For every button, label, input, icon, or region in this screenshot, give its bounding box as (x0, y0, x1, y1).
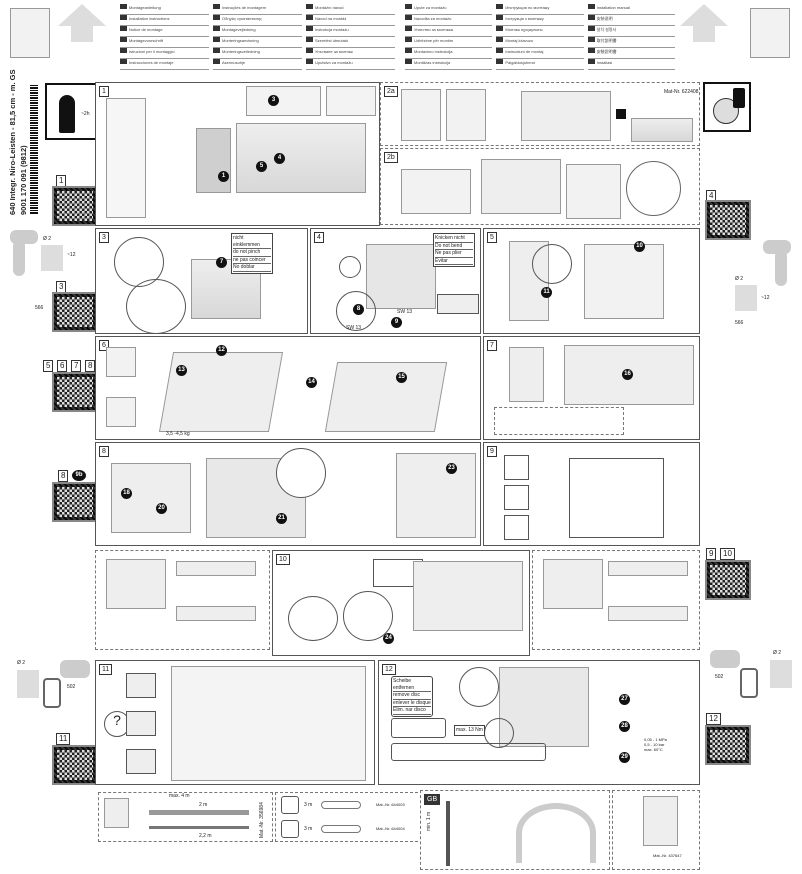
qr-label: 12 (706, 713, 721, 725)
language-entry: Istruzioni per il montaggio (120, 48, 209, 59)
qr-code[interactable] (52, 292, 98, 332)
step-9-panel: 9 (483, 442, 700, 546)
language-entry: Instruções de montagem (213, 4, 302, 15)
hose-extension-box: max. 4 m 2 m 2,2 m Mat.-Nr. 356984 (98, 792, 273, 842)
barcode (30, 85, 38, 215)
drill-diagram-left-top: Ø 2~12 566 (5, 230, 90, 315)
pressure-spec: 0,05 - 1 MPa 0,5 - 10 bar max. 60°C (644, 737, 667, 752)
weight-label: 3,5 -4,5 kg (166, 431, 190, 437)
mat-no: Mat.-Nr. 356984 (259, 802, 265, 838)
step-9-right-detail (532, 550, 700, 650)
language-entry: Installation instructions (120, 15, 209, 26)
language-entry: Paigaldusjuhend (496, 59, 584, 70)
pencil-ruler-illustration-right (750, 8, 790, 58)
drill-diagram-right-top: Ø 2~12 566 (715, 240, 800, 330)
language-entry: Montāžas instrukcija (405, 59, 493, 70)
language-entry: Asennusohje (213, 59, 302, 70)
product-code: 9001 170 091 (9812) (19, 145, 28, 215)
qr-label: 11 (56, 733, 71, 745)
language-entry: Návod na montáž (306, 15, 395, 26)
step-11-panel: 11 ? (95, 660, 375, 785)
language-entry: Montavimo instrukcija (405, 48, 493, 59)
qr-code[interactable] (705, 200, 751, 240)
language-entry: Montagevoorschrift (120, 37, 209, 48)
step-2b-panel: 2b (380, 148, 700, 225)
time-label: ~2h (81, 111, 90, 117)
language-entry: Упатство за монтажа (405, 26, 493, 37)
language-entry: Navodila za montažo (405, 15, 493, 26)
language-entry: Szerelési útmutató (306, 37, 395, 48)
power-cable-box: 3 m 3 m Mat.-Nr. 644003 Mat.-Nr. 644004 (275, 792, 423, 842)
language-entry: Monteringsanvisning (213, 37, 302, 48)
qr-code[interactable] (52, 372, 98, 412)
language-entry: 取付説明書 (587, 37, 675, 48)
qr-label: 10 (720, 548, 735, 560)
language-entry: Installation manual (587, 4, 675, 15)
mat-no: Mat.-Nr. 644003 (376, 802, 405, 807)
language-entry: Инструкция по монтажу (496, 4, 584, 15)
language-entry: Upute za montažu (405, 4, 493, 15)
qr-code[interactable] (705, 725, 751, 765)
language-entry: 설치 설명서 (587, 26, 675, 37)
step-2a-panel: 2a Mat-Nr. 622408 (380, 82, 700, 146)
language-entry: Instrukcja montażu (306, 26, 395, 37)
step-9-left-detail (95, 550, 270, 650)
installer-tool-icon: ~2h (45, 83, 98, 140)
qr-code[interactable] (52, 745, 98, 785)
language-entry: 安裝說明書 (587, 48, 675, 59)
mat-no: Mat.-Nr. 437647 (653, 853, 682, 858)
language-entry: Οδηγίες εγκατάστασης (213, 15, 302, 26)
language-entry: Instrucciones de montaje (120, 59, 209, 70)
step-10-panel: 10 24 (272, 550, 530, 656)
language-entry: Notice de montage (120, 26, 209, 37)
pencil-ruler-illustration-left (10, 8, 50, 58)
language-entry: Udhëzime për montim (405, 37, 493, 48)
max-torque: max. 13 Nm (454, 725, 485, 736)
language-entry: Монтаж нұсқаулығы (496, 26, 584, 37)
language-entry: Uputstvo za montažu (306, 59, 395, 70)
language-entry: Montagevejledning (213, 26, 302, 37)
qr-label: 9b (72, 470, 86, 481)
qr-code[interactable] (52, 482, 98, 522)
qr-label: 9 (706, 548, 717, 560)
phone-app-icon[interactable] (703, 82, 751, 132)
gb-drain-panel: GB min. 1 m (420, 790, 610, 870)
mat-no: Mat-Nr. 622408 (664, 89, 699, 95)
language-entry: Monteringsveiledning (213, 48, 302, 59)
language-entry: Instrucțiuni de montaj (496, 48, 584, 59)
arrow-right-icon (616, 109, 626, 119)
language-entry: 安装说明 (587, 15, 675, 26)
qr-code[interactable] (52, 186, 98, 226)
gb-accessory-panel: Mat.-Nr. 437647 (612, 790, 700, 870)
language-entry: Інструкція з монтажу (496, 15, 584, 26)
language-entry: Montaj kılavuzu (496, 37, 584, 48)
mat-no: Mat.-Nr. 644004 (376, 826, 405, 831)
qr-code[interactable] (705, 560, 751, 600)
step-7-panel: 7 16 (483, 336, 700, 440)
language-entry: Montageanleitung (120, 4, 209, 15)
language-entry: Installasi (587, 59, 675, 70)
qr-label: 8 (58, 470, 69, 482)
language-entry: Упътване за монтаж (306, 48, 395, 59)
product-title: 640 Integr. Niro-Leisten - 81,5 cm - m. … (8, 69, 17, 215)
language-entry: Montážní návod (306, 4, 395, 15)
